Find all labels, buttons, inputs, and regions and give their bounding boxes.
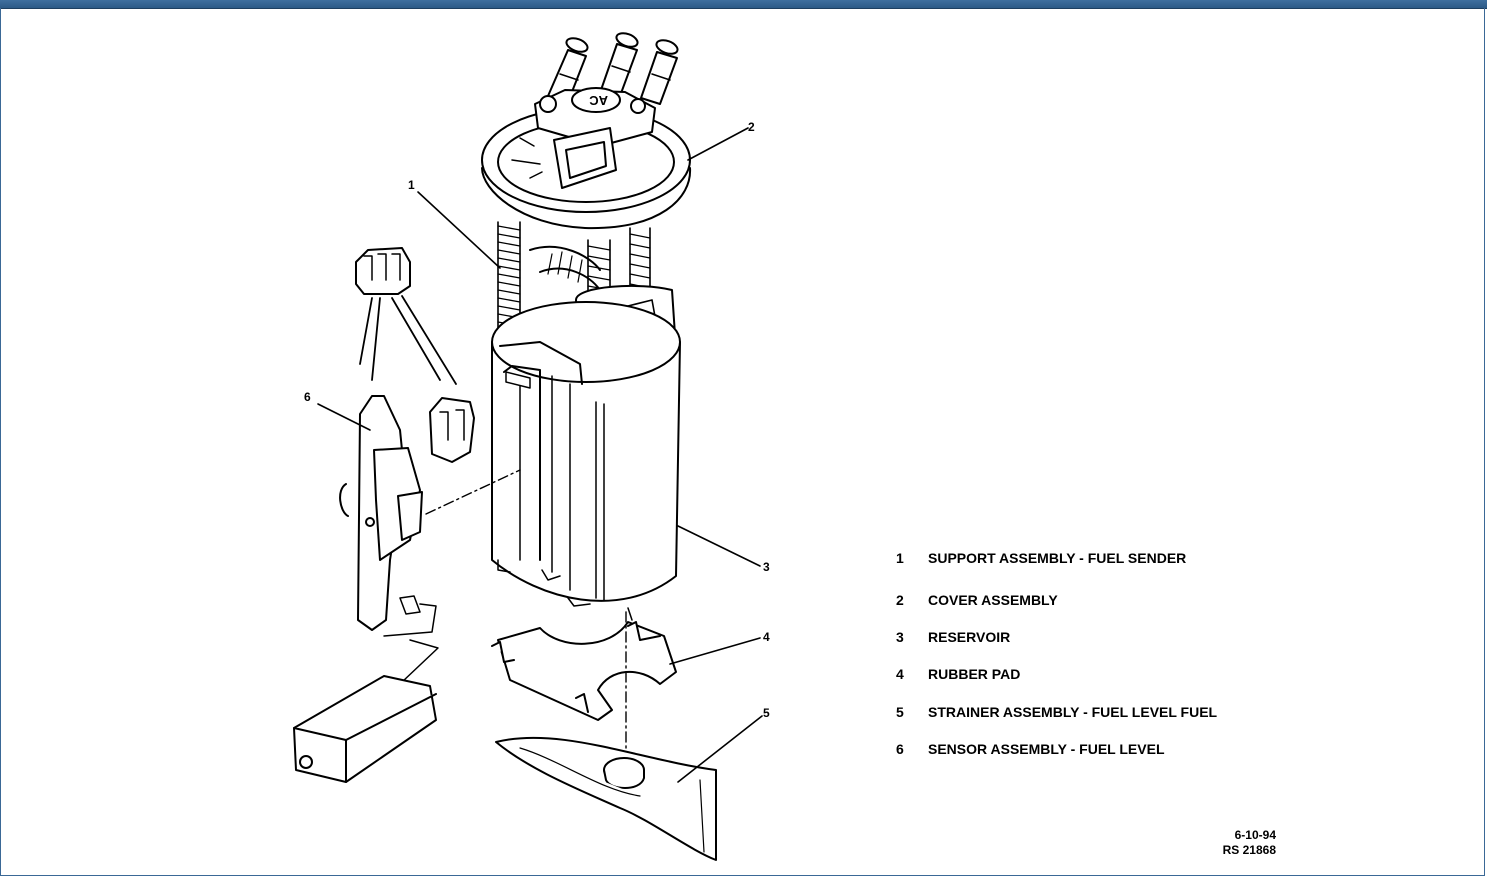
drawing-stamp: 6-10-94 RS 21868 — [1206, 828, 1276, 858]
assembly-centerlines — [425, 469, 627, 749]
window-title-bar — [0, 0, 1487, 9]
legend-item-number: 6 — [896, 741, 904, 757]
cover-marking-text: AC — [589, 93, 608, 108]
legend-item-number: 5 — [896, 704, 904, 720]
callout-3: 3 — [763, 560, 770, 574]
legend-item-number: 2 — [896, 592, 904, 608]
cover-assembly: AC — [481, 32, 692, 230]
fuel-line-tubes — [547, 32, 679, 105]
drawing-date: 6-10-94 — [1234, 828, 1276, 842]
legend-item-label: RUBBER PAD — [928, 666, 1021, 682]
callout-2: 2 — [748, 120, 755, 134]
reservoir — [491, 301, 681, 621]
legend-item-number: 3 — [896, 629, 904, 645]
callout-1: 1 — [408, 178, 415, 192]
rubber-pad — [491, 621, 677, 721]
legend-item-number: 4 — [896, 666, 904, 682]
callout-6: 6 — [304, 390, 311, 404]
legend-item-label: SUPPORT ASSEMBLY - FUEL SENDER — [928, 550, 1187, 566]
callout-5: 5 — [763, 706, 770, 720]
strainer-assembly — [495, 736, 717, 861]
legend-item-number: 1 — [896, 550, 904, 566]
legend-item-label: COVER ASSEMBLY — [928, 592, 1058, 608]
sensor-assembly — [293, 247, 475, 783]
legend-item-label: STRAINER ASSEMBLY - FUEL LEVEL FUEL — [928, 704, 1218, 720]
legend-item-label: SENSOR ASSEMBLY - FUEL LEVEL — [928, 741, 1165, 757]
drawing-code: RS 21868 — [1222, 843, 1276, 857]
window-frame — [0, 8, 1485, 876]
legend-item-label: RESERVOIR — [928, 629, 1011, 645]
callout-4: 4 — [763, 630, 770, 644]
leader-lines — [317, 127, 763, 783]
